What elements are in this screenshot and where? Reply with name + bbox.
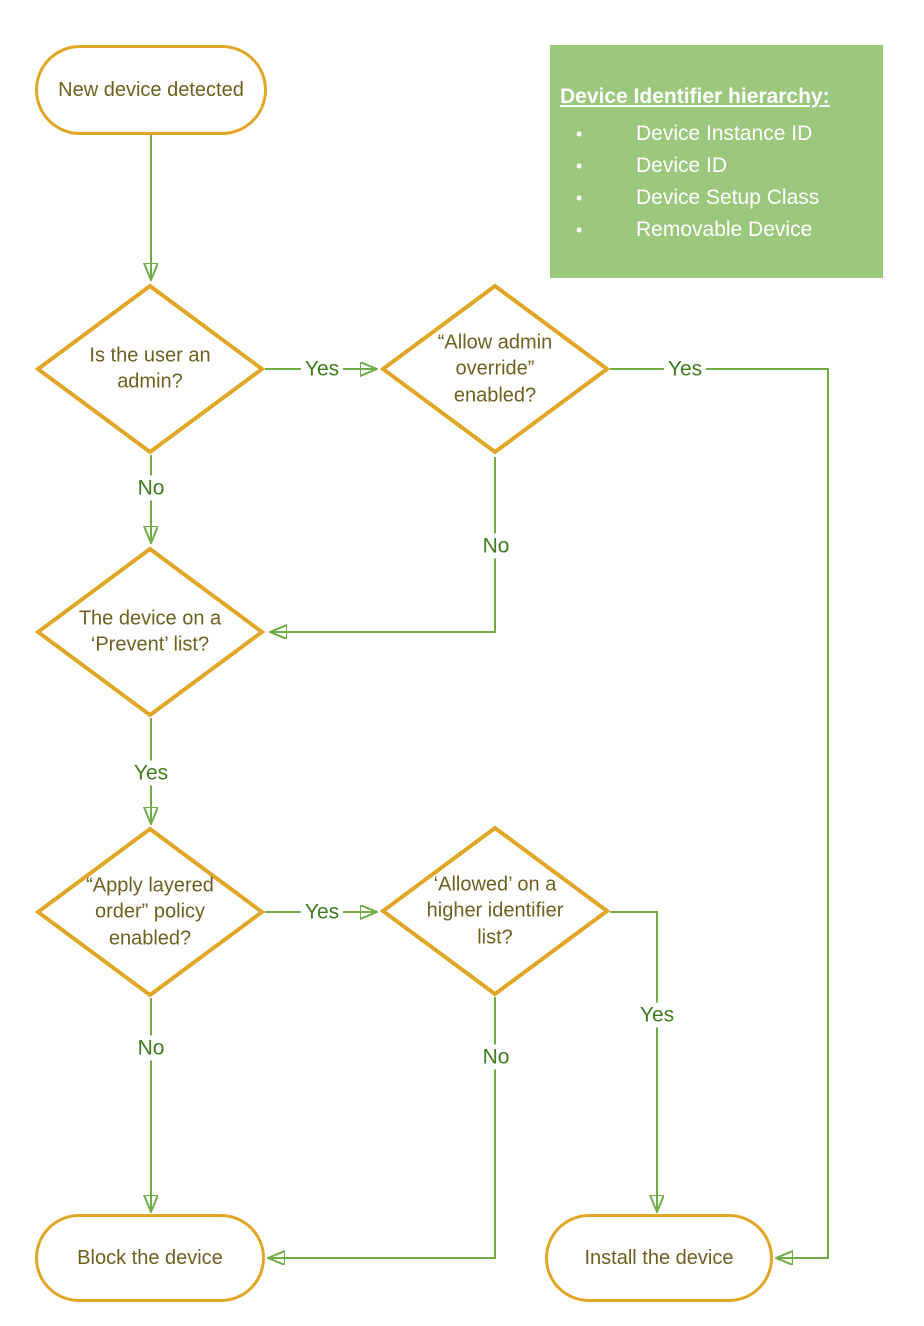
device-identifier-hierarchy-box: Device Identifier hierarchy: • Device In…	[550, 45, 883, 278]
list-item-label: Device Setup Class	[636, 186, 820, 209]
list-item: • Device ID	[560, 150, 873, 182]
decision-is-user-admin-label: Is the user an admin?	[89, 344, 211, 393]
decision-higher-identifier: ‘Allowed’ on a higher identifier list?	[380, 825, 610, 997]
diamond-shape	[35, 283, 265, 455]
node-block-device-label: Block the device	[77, 1246, 223, 1269]
node-block-device: Block the device	[35, 1214, 265, 1302]
bullet-icon: •	[576, 220, 583, 240]
decision-allow-admin-override: “Allow admin override” enabled?	[380, 283, 610, 455]
list-item-label: Removable Device	[636, 218, 813, 241]
list-item: • Device Instance ID	[560, 118, 873, 150]
decision-higher-identifier-label: ‘Allowed’ on a higher identifier list?	[426, 873, 564, 949]
diamond-shape	[380, 825, 610, 997]
bullet-icon: •	[576, 188, 583, 208]
list-item: • Device Setup Class	[560, 182, 873, 214]
info-box-title: Device Identifier hierarchy:	[560, 85, 830, 108]
node-install-device: Install the device	[545, 1214, 773, 1302]
diamond-shape	[35, 546, 265, 718]
edge-higher-yes-to-install	[610, 911, 657, 1211]
edge-label-layered-no: No	[133, 1035, 169, 1061]
edge-label-override-no: No	[478, 533, 514, 559]
edge-label-layered-yes: Yes	[300, 899, 344, 925]
diamond-shape	[35, 826, 265, 998]
edge-higher-no-to-block	[269, 997, 496, 1258]
decision-prevent-list-label: The device on a ‘Prevent’ list?	[78, 607, 222, 656]
diamond-shape	[380, 283, 610, 455]
node-install-device-label: Install the device	[584, 1246, 734, 1269]
bullet-icon: •	[576, 156, 583, 176]
list-item-label: Device Instance ID	[636, 122, 813, 145]
decision-apply-layered-order-label: “Apply layered order” policy enabled?	[86, 874, 214, 950]
edge-override-yes-to-install	[610, 368, 829, 1258]
edge-label-admin-yes: Yes	[300, 356, 344, 382]
node-start: New device detected	[35, 45, 267, 135]
decision-allow-admin-override-label: “Allow admin override” enabled?	[437, 331, 553, 407]
decision-is-user-admin: Is the user an admin?	[35, 283, 265, 455]
bullet-icon: •	[576, 124, 583, 144]
edge-label-admin-no: No	[133, 475, 169, 501]
edge-label-prevent-yes: Yes	[129, 760, 173, 786]
edge-override-no-to-prevent	[271, 457, 496, 632]
decision-apply-layered-order: “Apply layered order” policy enabled?	[35, 826, 265, 998]
list-item-label: Device ID	[636, 154, 728, 177]
edge-label-higher-no: No	[478, 1044, 514, 1070]
edge-label-higher-yes: Yes	[635, 1002, 679, 1028]
edge-label-override-yes: Yes	[663, 356, 707, 382]
decision-prevent-list: The device on a ‘Prevent’ list?	[35, 546, 265, 718]
list-item: • Removable Device	[560, 214, 873, 246]
node-start-label: New device detected	[58, 78, 244, 101]
info-box-list: • Device Instance ID • Device ID • Devic…	[560, 118, 873, 246]
